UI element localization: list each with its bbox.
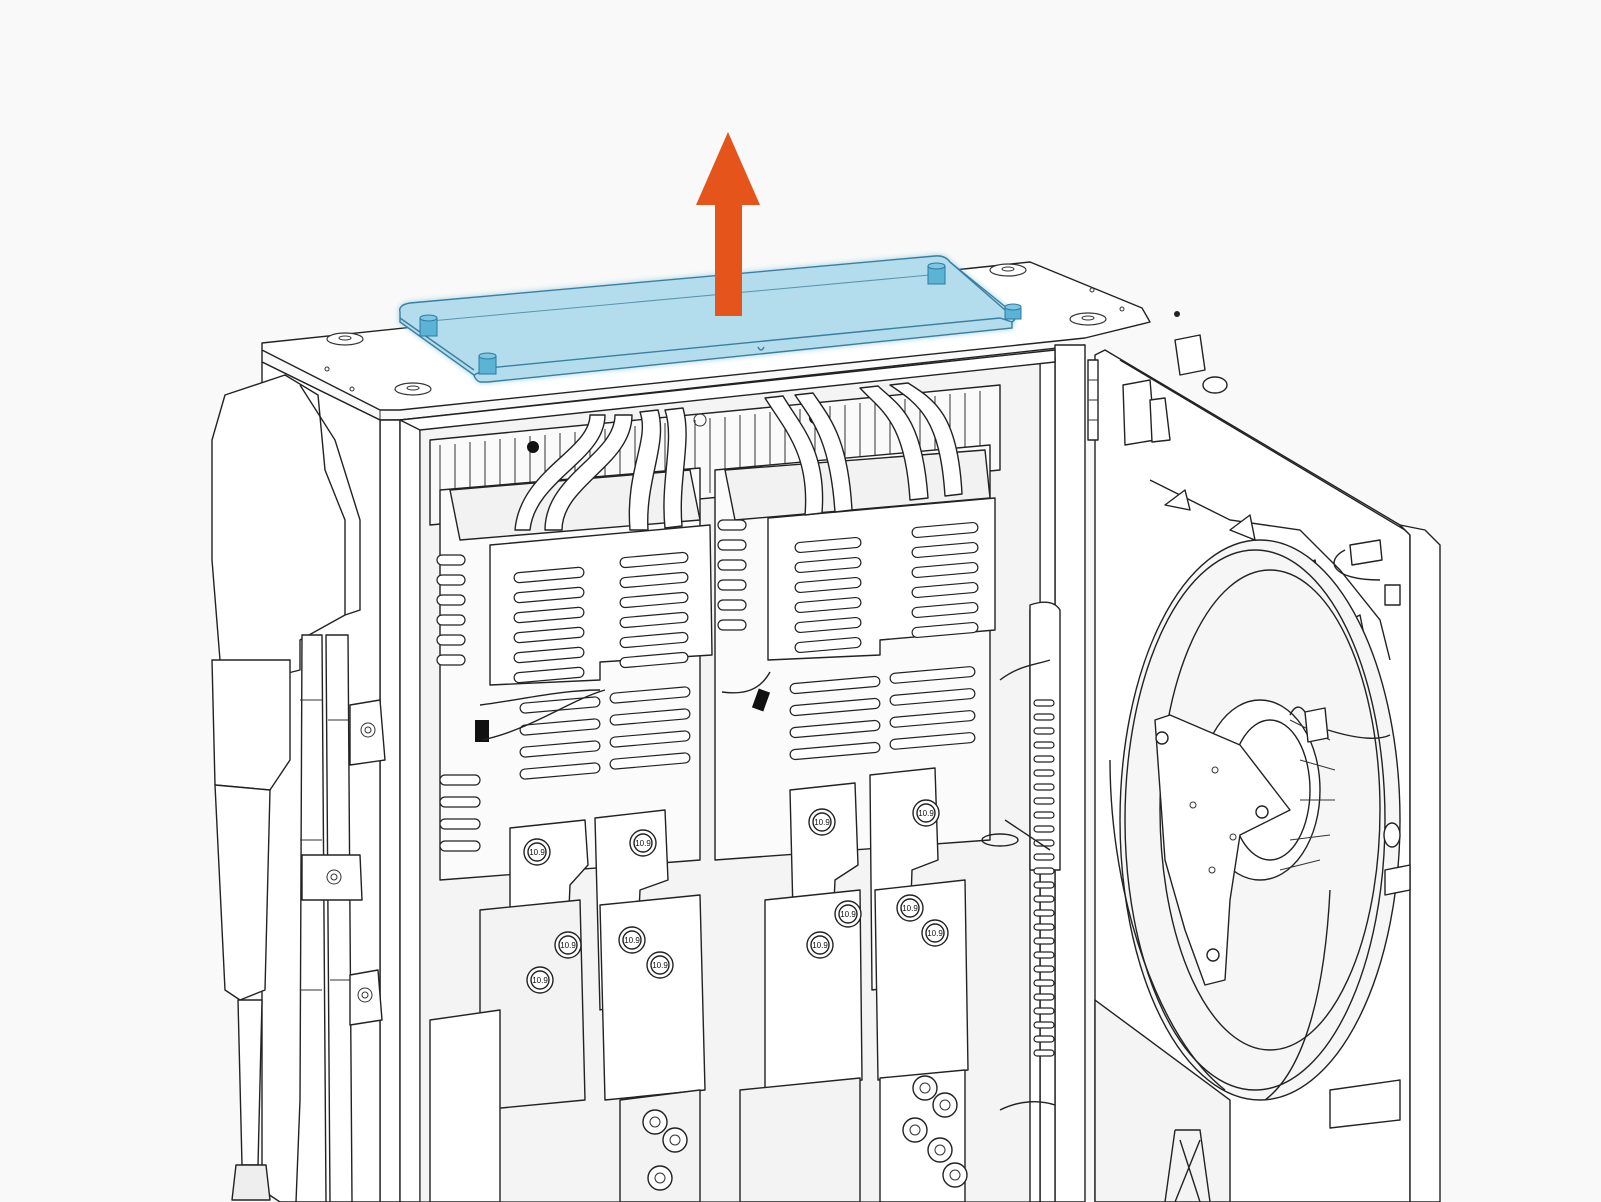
svg-text:10.9: 10.9 — [624, 936, 640, 945]
bolt: 10.9 — [808, 808, 836, 836]
cover-standoff — [927, 262, 946, 285]
svg-text:10.9: 10.9 — [918, 809, 934, 818]
washer — [989, 263, 1027, 277]
fan-door — [1087, 334, 1441, 1202]
bolt: 10.9 — [921, 919, 949, 947]
side-cables — [295, 634, 386, 1202]
vent-slots — [789, 666, 976, 761]
hex-nut — [932, 1092, 958, 1118]
bolt: 10.9 — [526, 966, 554, 994]
svg-text:10.9: 10.9 — [814, 818, 830, 827]
washer — [326, 332, 364, 346]
bolt: 10.9 — [523, 838, 551, 866]
bolt: 10.9 — [629, 829, 657, 857]
side-cable-boot — [211, 374, 361, 1201]
vent-slots — [439, 686, 691, 852]
top-cover-plate — [399, 255, 1022, 383]
bolt: 10.9 — [896, 894, 924, 922]
vertical-resistor — [981, 601, 1061, 1202]
cable-bracket — [349, 699, 386, 1026]
svg-text:10.9: 10.9 — [927, 929, 943, 938]
bolt: 10.9 — [554, 931, 582, 959]
vent-slots — [717, 519, 747, 631]
power-module-right — [714, 444, 996, 861]
bolt: 10.9 — [912, 799, 940, 827]
hex-nut — [942, 1162, 968, 1188]
washer — [1069, 312, 1107, 326]
lift-direction-arrow — [696, 132, 760, 316]
svg-text:10.9: 10.9 — [902, 904, 918, 913]
power-module-left — [436, 467, 713, 881]
washer — [394, 382, 432, 396]
cable-clamp — [301, 854, 363, 901]
cover-standoff — [478, 352, 497, 375]
svg-text:10.9: 10.9 — [812, 941, 828, 950]
cover-standoff — [419, 314, 438, 337]
svg-text:10.9: 10.9 — [560, 941, 576, 950]
bolts: 10.9 10.9 10.9 10.9 10.9 10.9 10.9 10.9 … — [523, 799, 968, 1191]
svg-text:10.9: 10.9 — [532, 976, 548, 985]
bolt: 10.9 — [646, 951, 674, 979]
door-hinge — [1087, 359, 1171, 446]
svg-text:10.9: 10.9 — [529, 848, 545, 857]
vent-slots — [794, 521, 979, 654]
hex-nut — [927, 1137, 953, 1163]
resistor-slots — [1033, 699, 1055, 1057]
vent-slots — [436, 554, 466, 666]
svg-text:10.9: 10.9 — [652, 961, 668, 970]
hex-nut — [642, 1109, 668, 1135]
svg-text:10.9: 10.9 — [840, 910, 856, 919]
hex-nut — [902, 1117, 928, 1143]
vent-slots — [513, 551, 689, 684]
busbar-cables — [514, 382, 963, 531]
hex-nut — [647, 1165, 673, 1191]
bolt: 10.9 — [618, 926, 646, 954]
fan-bracket — [1154, 714, 1291, 986]
arrow-up-icon — [696, 132, 760, 316]
svg-text:10.9: 10.9 — [635, 839, 651, 848]
hex-nut — [662, 1127, 688, 1153]
hex-nut — [912, 1075, 938, 1101]
bolt: 10.9 — [806, 931, 834, 959]
cover-standoff — [1004, 303, 1022, 320]
bolt: 10.9 — [834, 900, 862, 928]
